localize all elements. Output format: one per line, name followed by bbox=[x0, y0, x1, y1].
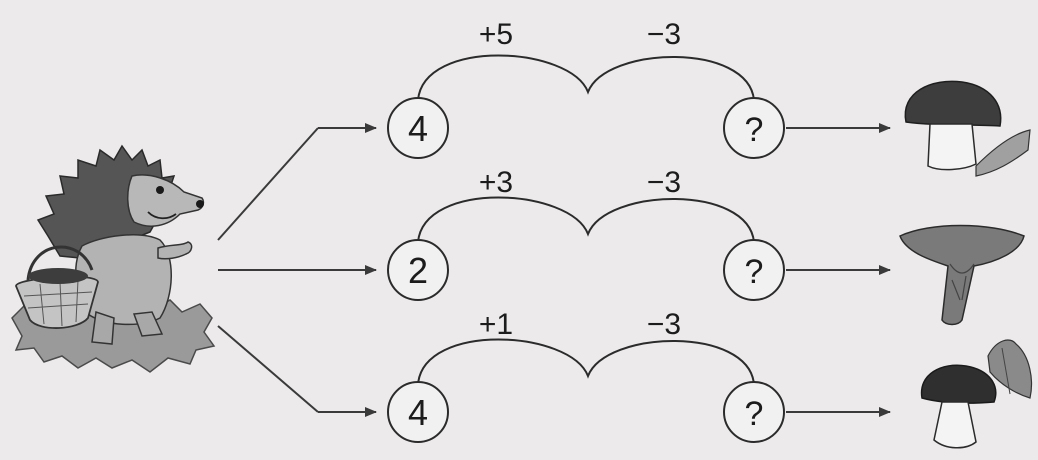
hedgehog-face bbox=[127, 174, 205, 227]
start-circle bbox=[387, 381, 449, 443]
chanterelle-mushroom-icon bbox=[899, 224, 1025, 326]
basket-weave bbox=[23, 279, 93, 327]
branch-arrow-bottom bbox=[217, 325, 319, 413]
operation-arc-1 bbox=[417, 54, 755, 101]
chain-row-3: +1 −3 4 ? bbox=[387, 308, 1033, 449]
start-number: 2 bbox=[408, 250, 428, 291]
step1-label: +1 bbox=[479, 308, 513, 341]
step2-label: −3 bbox=[647, 166, 681, 199]
step1-label: +3 bbox=[479, 166, 513, 199]
step1-label: +5 bbox=[479, 18, 513, 51]
hedgehog-leg-left bbox=[91, 311, 115, 345]
branch-arrows bbox=[217, 123, 377, 417]
hedgehog-nose bbox=[196, 200, 204, 208]
start-circle bbox=[387, 239, 449, 301]
start-circle bbox=[387, 97, 449, 159]
hedgehog-hand bbox=[157, 241, 193, 260]
result-unknown[interactable]: ? bbox=[745, 111, 764, 149]
branch-arrow-top bbox=[217, 127, 319, 241]
step2-label: −3 bbox=[647, 308, 681, 341]
basket-handle bbox=[26, 245, 94, 281]
operation-arc-2 bbox=[417, 196, 755, 243]
hedgehog-eye bbox=[156, 186, 164, 194]
hedgehog-leg-right bbox=[132, 311, 164, 337]
result-unknown[interactable]: ? bbox=[745, 253, 764, 291]
boletus-mushroom-icon bbox=[920, 339, 1033, 449]
hedgehog-smile bbox=[147, 211, 177, 220]
result-circle[interactable] bbox=[723, 97, 785, 159]
result-unknown[interactable]: ? bbox=[745, 395, 764, 433]
result-circle[interactable] bbox=[723, 381, 785, 443]
operation-arc-3 bbox=[417, 338, 755, 385]
porcini-mushroom-icon bbox=[904, 80, 1031, 177]
start-number: 4 bbox=[408, 108, 428, 149]
hedgehog-illustration bbox=[11, 144, 216, 373]
chain-row-1: +5 −3 4 ? bbox=[387, 18, 1031, 177]
start-number: 4 bbox=[408, 392, 428, 433]
basket-content bbox=[28, 268, 88, 284]
chain-row-2: +3 −3 2 ? bbox=[387, 166, 1025, 326]
step2-label: −3 bbox=[647, 18, 681, 51]
result-circle[interactable] bbox=[723, 239, 785, 301]
